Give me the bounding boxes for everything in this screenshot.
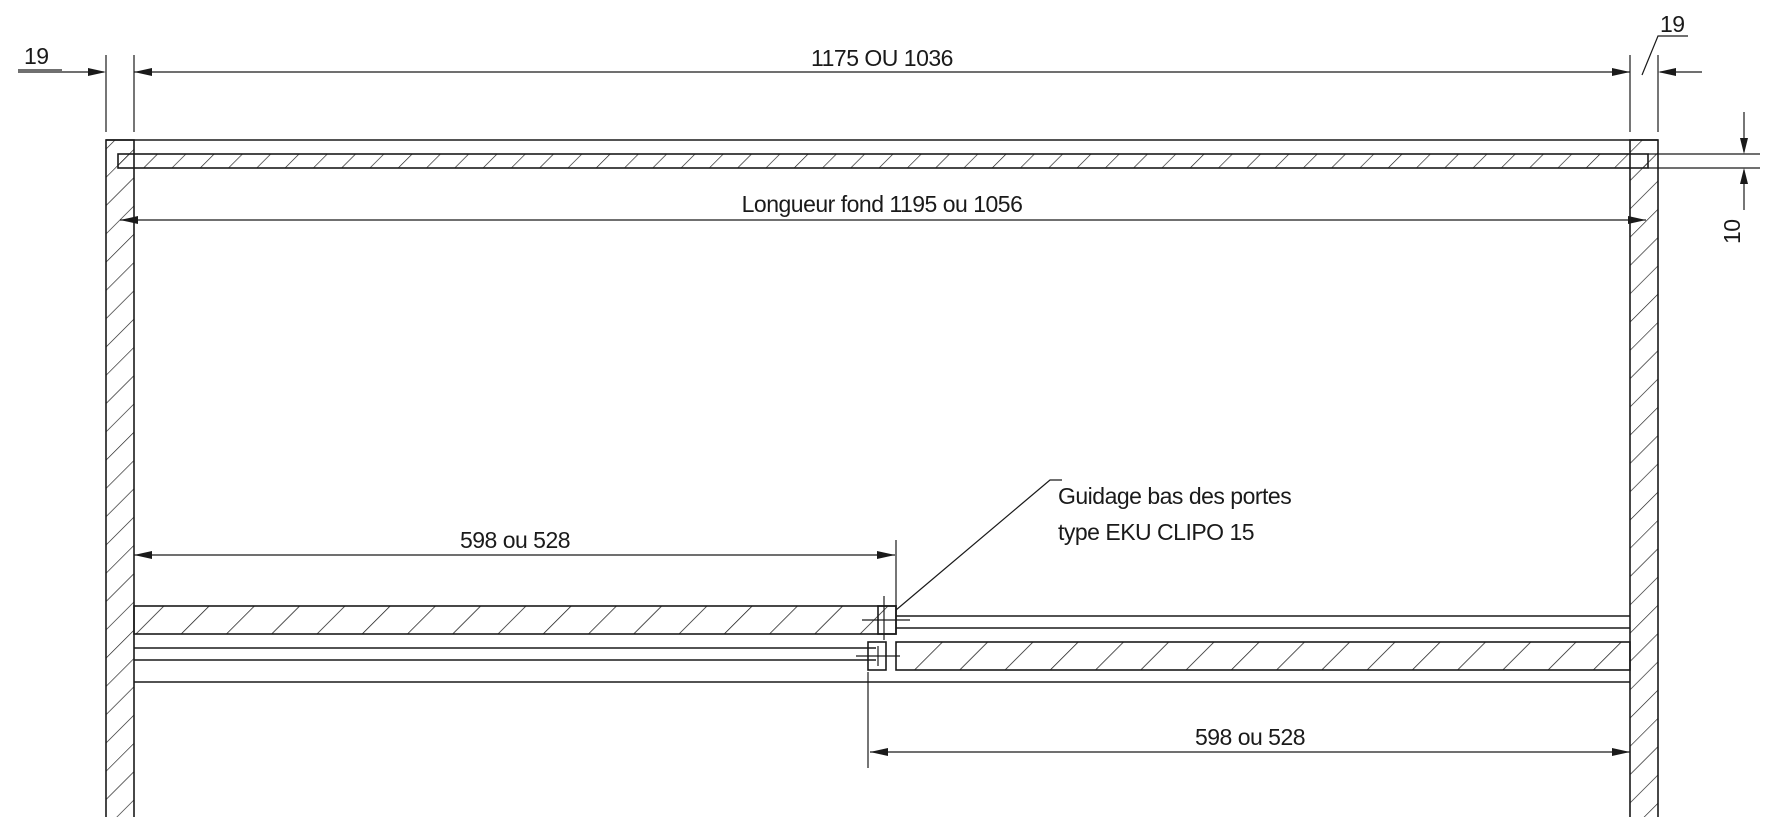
annotation-line-2: type EKU CLIPO 15 xyxy=(1058,519,1254,545)
right-side-label: 19 xyxy=(1660,11,1685,37)
left-side-panel xyxy=(105,139,135,817)
right-door-dimension: 598 ou 528 xyxy=(867,672,1630,768)
right-door-label: 598 ou 528 xyxy=(1195,724,1305,750)
left-door-label: 598 ou 528 xyxy=(460,527,570,553)
left-side-label: 19 xyxy=(24,43,49,69)
right-side-dimension: 19 xyxy=(1641,11,1702,76)
door-guide-hardware xyxy=(856,596,910,671)
back-length-label: Longueur fond 1195 ou 1056 xyxy=(742,191,1023,217)
annotation-line-1: Guidage bas des portes xyxy=(1058,483,1291,509)
left-side-dimension: 19 xyxy=(18,43,106,76)
back-thickness-label: 10 xyxy=(1719,219,1745,244)
back-length-dimension: Longueur fond 1195 ou 1056 xyxy=(120,191,1646,224)
back-thickness-dimension: 10 xyxy=(1648,112,1760,244)
overall-width-dimension: 1175 OU 1036 xyxy=(105,45,1659,132)
left-door-dimension: 598 ou 528 xyxy=(134,527,897,620)
overall-width-label: 1175 OU 1036 xyxy=(811,45,953,71)
left-door xyxy=(133,605,897,635)
guide-annotation: Guidage bas des portes type EKU CLIPO 15 xyxy=(895,479,1292,611)
right-side-panel xyxy=(1629,139,1659,817)
right-door xyxy=(895,641,1631,671)
back-panel xyxy=(117,153,1649,169)
